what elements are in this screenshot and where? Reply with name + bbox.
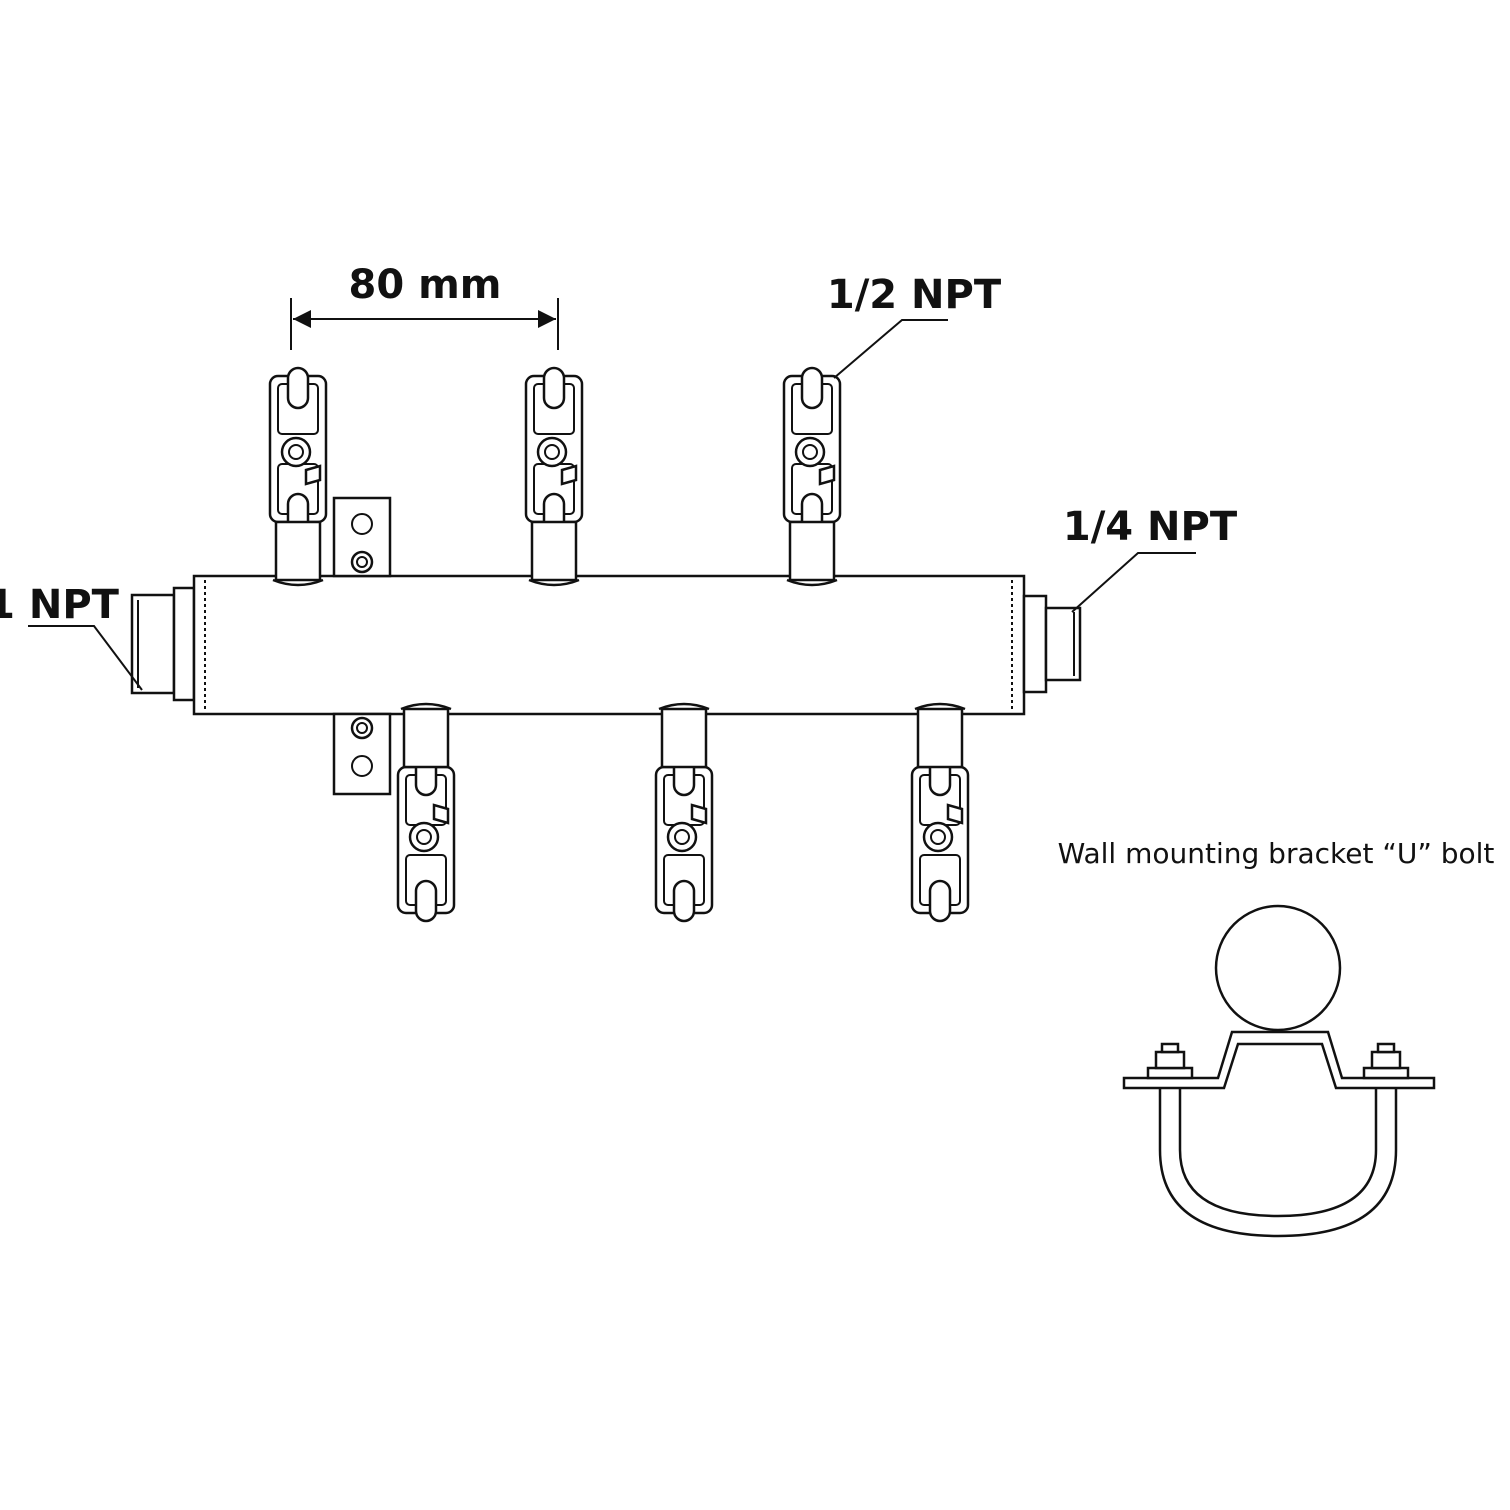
dimension-label: 80 mm [349,262,502,308]
valve-top-2 [524,366,584,587]
callout-outlet-port: 1/2 NPT [827,272,1002,379]
end-port-label: 1/4 NPT [1063,504,1238,550]
bracket-plate [1122,1030,1436,1090]
callout-end-port: 1/4 NPT [1063,504,1238,613]
mounting-bracket-bottom [332,712,392,796]
valve-top-3 [782,366,842,587]
outlet-port-label: 1/2 NPT [827,272,1002,318]
valve-bottom-1 [396,702,456,923]
bracket-caption: Wall mounting bracket “U” bolt [1058,837,1495,870]
inlet-port-label: 1 NPT [0,582,120,628]
pipe-section [1214,904,1342,1032]
u-bolt-detail [1122,904,1436,1238]
spacing-dimension: 80 mm [290,262,559,350]
callout-inlet-port: 1 NPT [0,582,143,691]
valve-top-1 [268,366,328,587]
valve-bottom-3 [910,702,970,923]
manifold-body [130,574,1082,716]
valve-bottom-2 [654,702,714,923]
mounting-bracket-top [332,496,392,578]
